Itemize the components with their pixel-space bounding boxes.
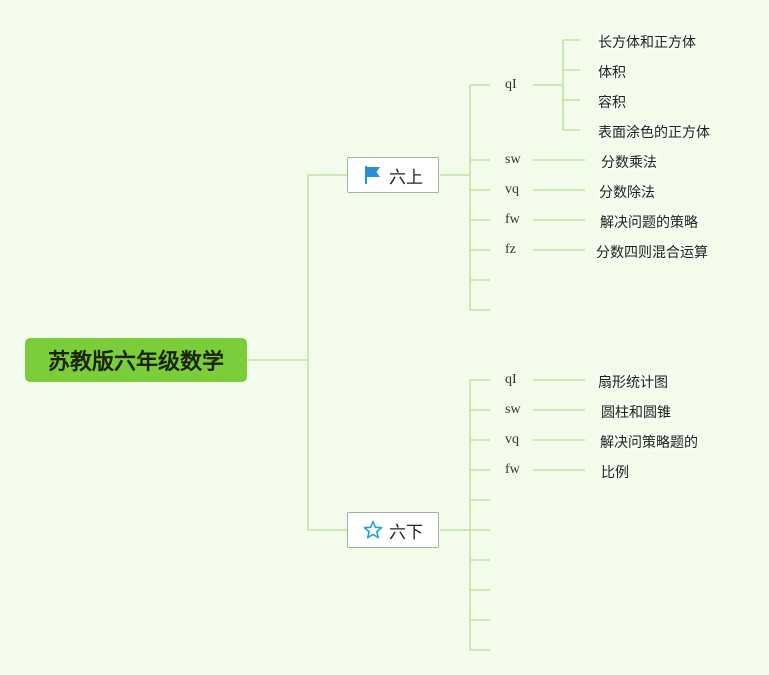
topic-item[interactable]: 容积 — [596, 92, 628, 112]
root-topic[interactable]: 苏教版六年级数学 — [25, 338, 247, 382]
topic-item[interactable]: 分数四则混合运算 — [594, 242, 710, 262]
topic-item[interactable]: 分数乘法 — [599, 152, 659, 172]
branch-label: 六上 — [389, 167, 423, 188]
topic-item[interactable]: 圆柱和圆锥 — [599, 402, 673, 422]
topic-item[interactable]: 解决问题的策略 — [598, 212, 700, 232]
group-code[interactable]: sw — [505, 402, 521, 417]
topic-item[interactable]: 比例 — [599, 462, 631, 482]
topic-item[interactable]: 体积 — [596, 62, 628, 82]
group-code[interactable]: sw — [505, 152, 521, 167]
flag-icon — [365, 166, 380, 184]
group-code[interactable]: fw — [505, 462, 520, 477]
topic-item[interactable]: 长方体和正方体 — [596, 32, 698, 52]
branch-label: 六下 — [389, 522, 423, 543]
group-code[interactable]: qI — [505, 372, 517, 387]
branch-liu-xia[interactable]: 六下 — [347, 512, 439, 548]
root-topic-label: 苏教版六年级数学 — [47, 350, 224, 375]
group-code[interactable]: qI — [505, 77, 517, 92]
group-code[interactable]: fz — [505, 242, 516, 257]
star-icon — [363, 520, 383, 539]
topic-item[interactable]: 解决问策略题的 — [598, 432, 700, 452]
group-code[interactable]: vq — [505, 432, 519, 447]
topic-item[interactable]: 扇形统计图 — [596, 372, 670, 392]
topic-item[interactable]: 表面涂色的正方体 — [596, 122, 712, 142]
group-code[interactable]: vq — [505, 182, 519, 197]
group-code[interactable]: fw — [505, 212, 520, 227]
branch-liu-shang[interactable]: 六上 — [347, 157, 439, 193]
topic-item[interactable]: 分数除法 — [597, 182, 657, 202]
